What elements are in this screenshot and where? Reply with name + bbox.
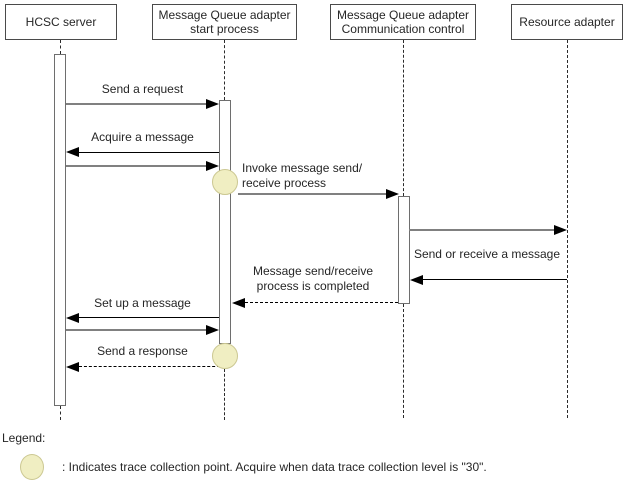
- arrowhead-left-icon: [410, 275, 423, 285]
- message-label-send-request: Send a request: [101, 82, 184, 96]
- legend-description: : Indicates trace collection point. Acqu…: [62, 460, 487, 474]
- message-line-return-from-resource: [423, 279, 567, 280]
- lifeline-mq-comm-control: [403, 304, 404, 418]
- message-label-invoke-process: Invoke message send/ receive process: [242, 161, 363, 190]
- message-line-send-response: [79, 366, 225, 367]
- lifeline-mq-start-process: [224, 40, 225, 100]
- lifeline-mq-start-process: [224, 369, 225, 420]
- actor-label: Resource adapter: [519, 15, 615, 29]
- message-line-invoke-process: [238, 193, 386, 195]
- message-line-send-to-resource: [409, 229, 554, 231]
- legend-title: Legend:: [2, 431, 46, 445]
- message-label-acquire-message: Acquire a message: [91, 130, 194, 144]
- activation-bar-mq-start-process: [219, 100, 231, 344]
- message-line-setup-request: [66, 329, 206, 331]
- message-label-process-completed: Message send/receive process is complete…: [252, 264, 374, 293]
- arrowhead-right-icon: [554, 225, 567, 235]
- message-label-setup-message: Set up a message: [94, 296, 191, 310]
- lifeline-resource-adapter: [567, 40, 568, 418]
- arrowhead-right-icon: [386, 189, 399, 199]
- arrowhead-right-icon: [206, 161, 219, 171]
- message-line-acquire-return: [79, 152, 219, 153]
- actor-label: Message Queue adapter Communication cont…: [336, 8, 470, 36]
- message-label-send-or-receive: Send or receive a message: [413, 247, 561, 261]
- actor-label: Message Queue adapter start process: [158, 8, 291, 36]
- message-line-setup-return: [79, 317, 219, 318]
- message-line-acquire-request: [66, 165, 206, 167]
- arrowhead-right-icon: [206, 99, 219, 109]
- arrowhead-left-icon: [66, 362, 79, 372]
- message-line-process-completed: [245, 302, 398, 303]
- actor-label: HCSC server: [25, 15, 97, 29]
- activation-bar-hcsc-server: [54, 54, 66, 406]
- legend-trace-point-icon: [20, 454, 44, 480]
- arrowhead-left-icon: [66, 313, 79, 323]
- actor-mq-adapter-start-process: Message Queue adapter start process: [152, 4, 297, 40]
- actor-resource-adapter: Resource adapter: [511, 4, 623, 40]
- message-line-send-request: [66, 103, 206, 105]
- actor-mq-adapter-communication-control: Message Queue adapter Communication cont…: [330, 4, 476, 40]
- lifeline-hcsc-server: [60, 40, 61, 54]
- arrowhead-right-icon: [206, 325, 219, 335]
- trace-point-icon: [212, 169, 238, 195]
- actor-hcsc-server: HCSC server: [5, 4, 117, 40]
- lifeline-mq-comm-control: [403, 40, 404, 196]
- trace-point-icon: [212, 343, 238, 369]
- lifeline-hcsc-server: [60, 406, 61, 420]
- activation-bar-mq-comm-control: [398, 196, 410, 304]
- arrowhead-left-icon: [232, 298, 245, 308]
- arrowhead-left-icon: [66, 147, 79, 157]
- message-label-send-response: Send a response: [97, 344, 188, 358]
